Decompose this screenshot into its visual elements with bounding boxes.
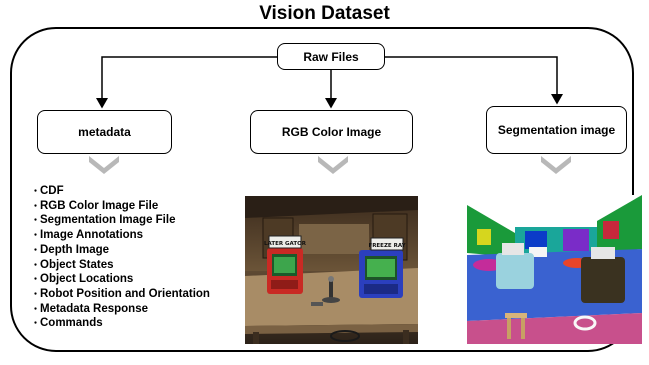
arrow-to-metadata [96, 56, 277, 109]
metadata-list-item: ・CDF [31, 185, 64, 197]
rgb-color-image-node: RGB Color Image [250, 110, 413, 154]
segmentation-image-label: Segmentation image [497, 123, 616, 137]
rgb-scene-image: LATER GATOR FREEZE RAY [245, 196, 418, 344]
later-gator-sign-text: LATER GATOR [264, 241, 307, 247]
metadata-list-item: ・Commands [31, 317, 103, 330]
metadata-list-item: ・Depth Image [31, 243, 110, 256]
metadata-list-item: ・Image Annotations [31, 229, 144, 242]
diagram-title: Vision Dataset [259, 3, 390, 24]
chevron-segmentation [541, 156, 571, 174]
freeze-ray-sign-text: FREEZE RAY [368, 243, 406, 249]
metadata-node: metadata [37, 110, 172, 154]
arrow-to-segmentation [385, 56, 563, 105]
raw-files-label: Raw Files [303, 49, 359, 64]
metadata-list-item: ・Robot Position and Orientation [31, 287, 210, 300]
metadata-list-item: ・Object States [31, 258, 114, 271]
dataset-frame [10, 27, 634, 352]
metadata-list: ・CDF ・RGB Color Image File ・Segmentation… [31, 184, 210, 331]
metadata-list-item: ・RGB Color Image File [31, 199, 159, 212]
metadata-list-item: ・Metadata Response [31, 302, 149, 315]
metadata-list-item: ・Object Locations [31, 273, 134, 286]
chevron-metadata [89, 156, 119, 174]
segmentation-image-node: Segmentation image [486, 106, 627, 154]
chevron-rgb [318, 156, 348, 174]
rgb-color-image-label: RGB Color Image [281, 125, 382, 139]
metadata-label: metadata [78, 125, 131, 139]
raw-files-node: Raw Files [277, 43, 385, 70]
segmentation-scene-image [467, 195, 642, 344]
metadata-list-item: ・Segmentation Image File [31, 214, 176, 227]
